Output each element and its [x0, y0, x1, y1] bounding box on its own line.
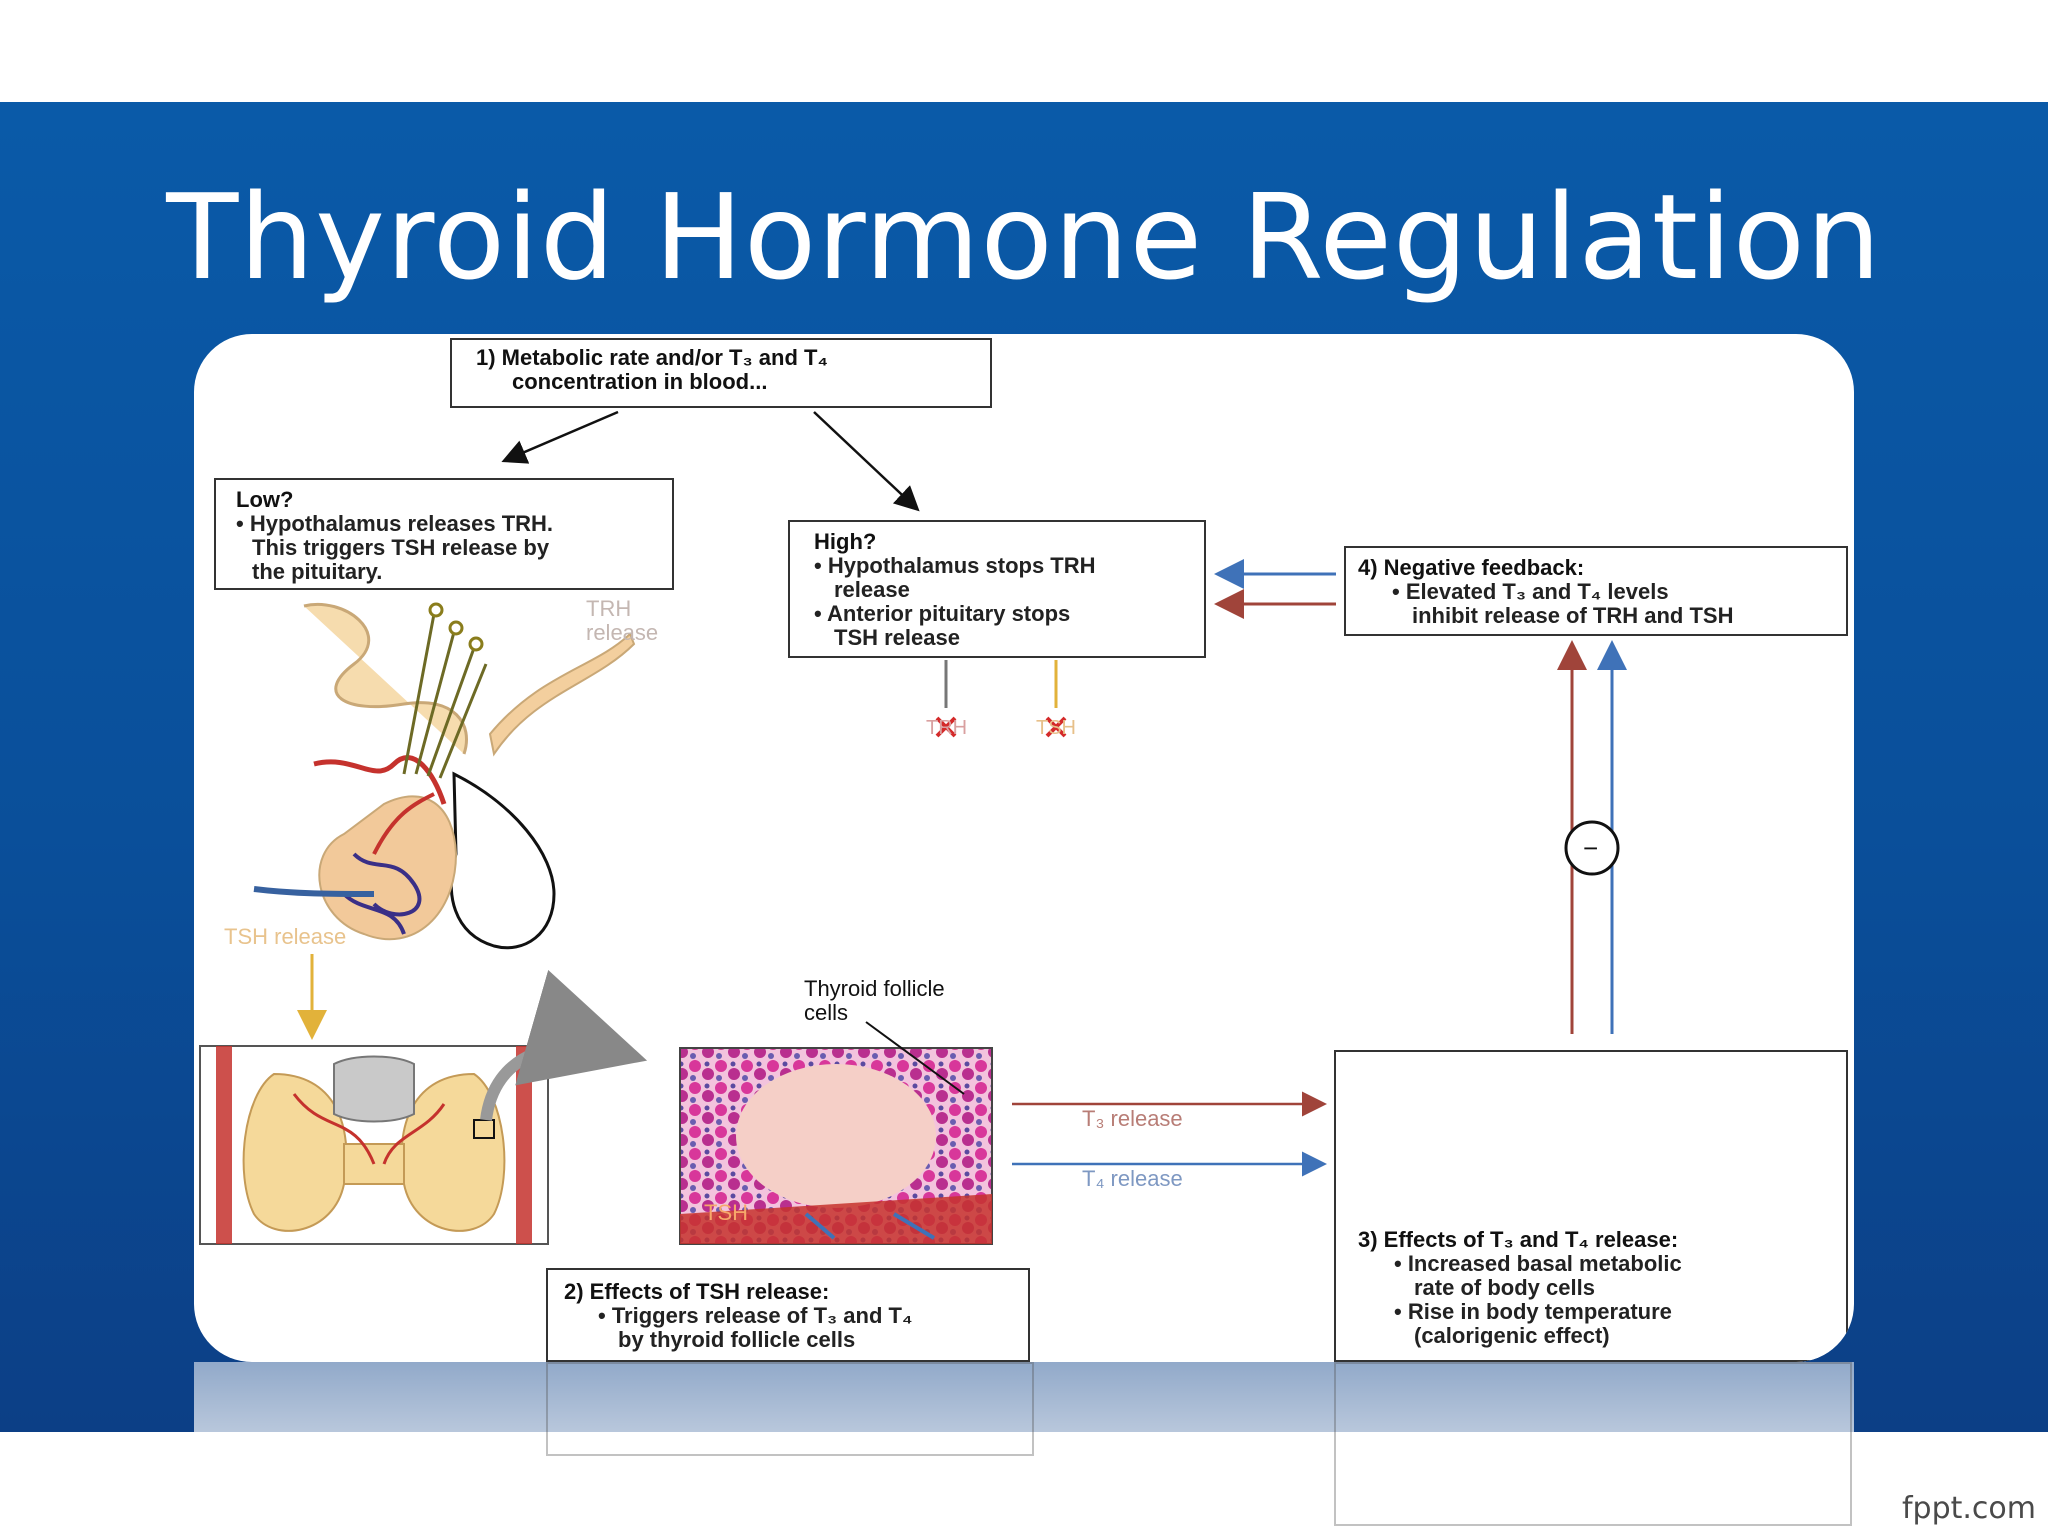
t-effects-bullet-2: rate of body cells [1414, 1275, 1595, 1300]
follicle-label-2: cells [804, 1000, 848, 1025]
t3-t4-effects-box: 3) Effects of T₃ and T₄ release: • Incre… [1334, 1050, 1848, 1362]
zoom-arrow [480, 969, 648, 1121]
step1-line2: concentration in blood... [512, 369, 768, 394]
feedback-heading: 4) Negative feedback: [1358, 555, 1585, 580]
high-bullet-2: release [834, 577, 910, 602]
feedback-bullet-1: • Elevated T₃ and T₄ levels [1392, 579, 1669, 604]
t-effects-bullet-3: • Rise in body temperature [1394, 1299, 1672, 1324]
low-box: Low? • Hypothalamus releases TRH. This t… [214, 478, 674, 590]
reflection-box-right [1334, 1362, 1852, 1526]
tsh-effects-heading: 2) Effects of TSH release: [564, 1279, 830, 1304]
follicle-illustration [679, 1047, 993, 1245]
pituitary-illustration [253, 602, 636, 950]
t-effects-bullet-1: • Increased basal metabolic [1394, 1251, 1682, 1276]
blocked-trh-label: TRH [926, 717, 967, 739]
watermark: fppt.com [1901, 1491, 2036, 1526]
high-box: High? • Hypothalamus stops TRH release •… [788, 520, 1206, 658]
follicle-label-1: Thyroid follicle [804, 976, 945, 1001]
arrow-to-low [501, 410, 619, 464]
t4-release-label: T₄ release [1082, 1166, 1183, 1191]
t-effects-heading: 3) Effects of T₃ and T₄ release: [1358, 1227, 1679, 1252]
feedback-bullet-2: inhibit release of TRH and TSH [1412, 603, 1734, 628]
high-heading: High? [814, 529, 877, 554]
low-bullet-1: • Hypothalamus releases TRH. [236, 511, 554, 536]
thyroid-illustration [199, 1045, 549, 1245]
t3-release-label: T₃ release [1082, 1106, 1183, 1131]
high-bullet-1: • Hypothalamus stops TRH [814, 553, 1096, 578]
diagram-card: TRH release TSH release Thyroid follicle… [194, 334, 1854, 1362]
arrow-to-high [813, 411, 920, 512]
trh-release-label-2: release [586, 620, 658, 645]
minus-label: − [1583, 833, 1598, 863]
step1-line1: 1) Metabolic rate and/or T₃ and T₄ [476, 345, 828, 370]
blocked-tsh-x [1045, 716, 1067, 738]
slide-title: Thyroid Hormone Regulation [166, 168, 1882, 306]
blocked-trh-x [935, 716, 957, 738]
tsh-effects-box: 2) Effects of TSH release: • Triggers re… [546, 1268, 1030, 1362]
reflection-box-left [546, 1362, 1034, 1456]
tsh-effects-bullet-2: by thyroid follicle cells [618, 1327, 856, 1352]
low-bullet-2: This triggers TSH release by [252, 535, 550, 560]
trh-release-label-1: TRH [586, 596, 631, 621]
step1-box: 1) Metabolic rate and/or T₃ and T₄ conce… [450, 338, 992, 408]
negative-feedback-box: 4) Negative feedback: • Elevated T₃ and … [1344, 546, 1848, 636]
low-heading: Low? [236, 487, 294, 512]
high-bullet-4: TSH release [834, 625, 960, 650]
low-bullet-3: the pituitary. [252, 559, 383, 584]
tsh-effects-bullet-1: • Triggers release of T₃ and T₄ [598, 1303, 913, 1328]
tsh-in-follicle-label: TSH [704, 1200, 748, 1225]
blocked-tsh-label: TSH [1036, 717, 1076, 739]
tsh-release-label: TSH release [224, 924, 346, 949]
high-bullet-3: • Anterior pituitary stops [814, 601, 1071, 626]
card-reflection [194, 1362, 1854, 1536]
follicle-label-leader [865, 1021, 965, 1095]
t-effects-bullet-4: (calorigenic effect) [1414, 1323, 1610, 1348]
negative-feedback-symbol [1564, 820, 1620, 876]
